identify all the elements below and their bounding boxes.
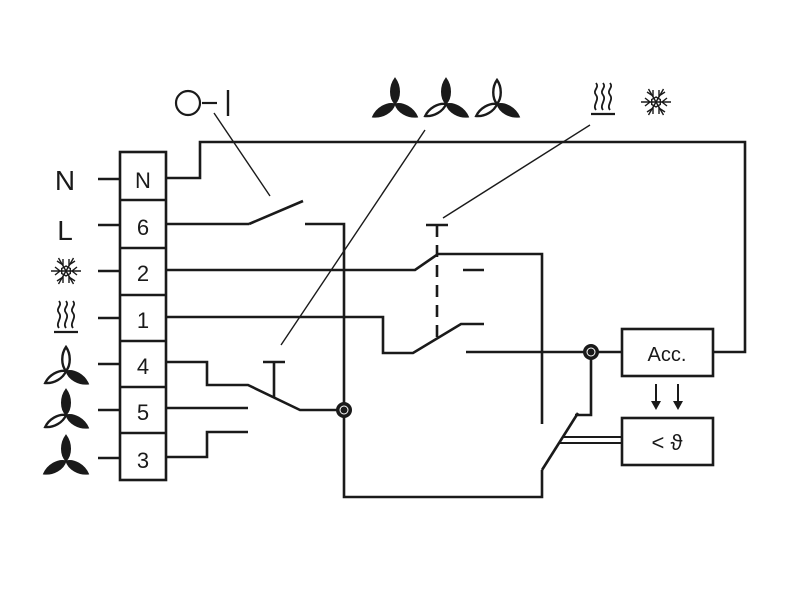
junction-dots [336, 344, 599, 418]
heat-icon [52, 299, 80, 334]
terminal-4: 4 [137, 354, 149, 379]
terminal-1: 1 [137, 308, 149, 333]
fan-selector-linkage [280, 129, 426, 346]
fan-low-icon [42, 345, 92, 390]
fan-low-wire [166, 360, 344, 412]
wire-labels: N L [40, 165, 120, 479]
junction-acc [583, 344, 599, 360]
sensor-box: < ϑ [620, 416, 715, 467]
neutral-wire [166, 140, 747, 354]
off-circle-icon [174, 89, 202, 117]
heating-wire [166, 315, 484, 355]
wire-label-neutral: N [55, 165, 75, 196]
junction-fan-common [336, 402, 352, 418]
snowflake-icon [50, 257, 82, 285]
fan-selector-actuator [263, 360, 285, 398]
power-switch-blade [248, 199, 304, 226]
terminal-6: 6 [137, 215, 149, 240]
fan-medium-icon [42, 387, 92, 434]
cooling-wire [166, 252, 544, 424]
sensor-box-label: < ϑ [652, 430, 683, 455]
mode-symbols [442, 81, 672, 219]
wire-stubs [98, 177, 120, 460]
fan-high-icon [369, 77, 421, 122]
power-switch-linkage [213, 112, 271, 197]
heat-icon [589, 81, 617, 116]
thermostat-blade [540, 412, 580, 471]
fan-speed-symbols [280, 76, 523, 346]
terminal-2: 2 [137, 261, 149, 286]
thermostat-feed [575, 352, 593, 417]
sensor-linkage [560, 436, 622, 444]
fan-high-wire [166, 430, 248, 459]
acc-output-arrows [651, 384, 683, 410]
wire-label-line: L [57, 215, 73, 246]
acc-box-label: Acc. [648, 344, 687, 366]
fan-high-icon [40, 434, 92, 479]
power-switch-symbol [174, 89, 271, 197]
switched-line [305, 222, 544, 499]
mode-selector-linkage [442, 124, 591, 219]
mode-selector-actuator [426, 223, 448, 340]
terminal-5: 5 [137, 400, 149, 425]
snowflake-icon [640, 88, 672, 116]
acc-box: Acc. [620, 327, 715, 378]
fan-medium-icon [422, 76, 472, 123]
fan-low-icon [473, 78, 523, 123]
terminal-n: N [135, 168, 151, 193]
terminal-3: 3 [137, 448, 149, 473]
terminal-block: N 6 2 1 4 5 3 [118, 150, 168, 482]
